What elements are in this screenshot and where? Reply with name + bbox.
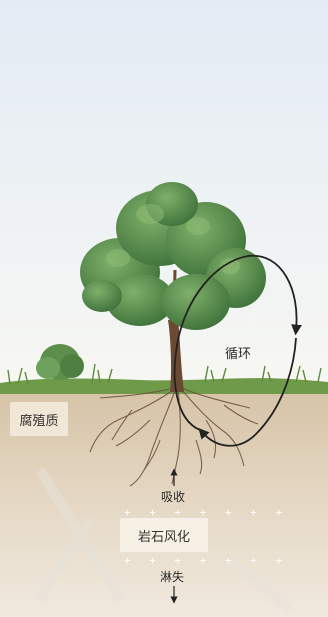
leaching-label: 淋失	[160, 568, 184, 585]
humus-label: 腐殖质	[10, 402, 68, 436]
absorb-label: 吸收	[161, 488, 185, 505]
rock-weathering-label: 岩石风化	[120, 518, 208, 552]
grass-strip	[0, 378, 328, 394]
plus-row-bottom: + + + + + + +	[124, 554, 288, 567]
cycle-label: 循环	[225, 343, 251, 362]
